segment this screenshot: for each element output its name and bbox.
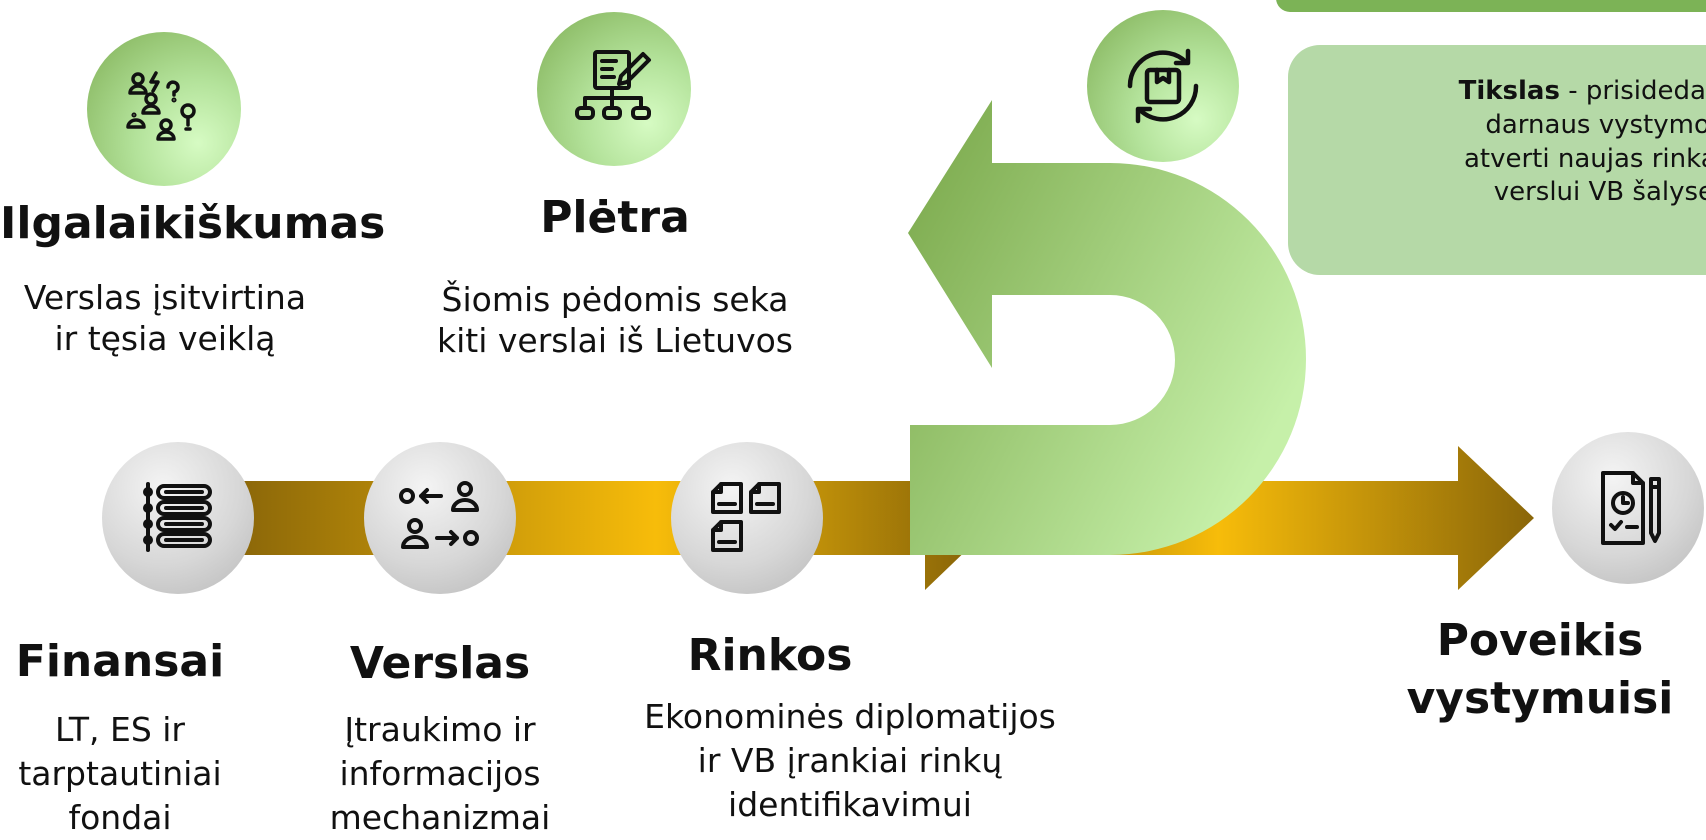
desc-line: ir VB įrankiai rinkų: [697, 741, 1003, 780]
desc-line: LT, ES ir: [54, 710, 185, 749]
goal-line: Tikslas - prisidedant p: [1328, 75, 1706, 109]
pletra-icon-circle: [537, 12, 691, 166]
desc-line: mechanizmai: [329, 798, 551, 837]
poveikis-title: Poveikis vystymuisi: [1400, 612, 1680, 728]
goal-line: darnaus vystymosi: [1485, 109, 1706, 140]
pletra-title: Plėtra: [540, 192, 690, 243]
rinkos-title: Rinkos: [687, 630, 853, 681]
verslas-title: Verslas: [349, 638, 531, 689]
documents-icon: [711, 482, 781, 552]
goal-box: Tikslas - prisidedant p darnaus vystymos…: [1288, 45, 1706, 275]
verslas-icon-circle: [364, 442, 516, 594]
rinkos-desc: Ekonominės diplomatijos ir VB įrankiai r…: [610, 695, 1090, 827]
poveikis-title-line: Poveikis: [1436, 615, 1644, 666]
green-return-arrow: [908, 100, 1306, 555]
desc-line: kiti verslai iš Lietuvos: [437, 321, 793, 361]
desc-line: tarptautiniai: [18, 754, 222, 793]
rinkos-icon-circle: [671, 442, 823, 594]
user-exchange-icon: [399, 481, 479, 549]
desc-line: informacijos: [339, 754, 541, 793]
desc-line: Šiomis pėdomis seka: [441, 280, 789, 319]
desc-line: ir tęsia veiklą: [54, 319, 276, 359]
document-network-icon: [575, 50, 651, 120]
verslas-desc: Įtraukimo ir informacijos mechanizmai: [305, 708, 575, 840]
desc-line: Verslas įsitvirtina: [23, 278, 307, 317]
goal-line: atverti naujas rinkas s: [1463, 143, 1706, 174]
box-cycle-icon: [1127, 48, 1199, 124]
people-question-icon: [126, 71, 196, 141]
poveikis-title-line: vystymuisi: [1406, 673, 1674, 724]
cycle-icon-circle: [1087, 10, 1239, 162]
ilgalaikiskumas-title: Ilgalaikiškumas: [0, 198, 386, 249]
pletra-desc: Šiomis pėdomis seka kiti verslai iš Liet…: [410, 279, 820, 362]
goal-line: verslui VB šalyse.: [1493, 177, 1706, 208]
desc-line: identifikavimui: [728, 785, 972, 824]
report-clock-icon: [1601, 471, 1661, 545]
ilgalaikiskumas-icon-circle: [87, 32, 241, 186]
top-banner-edge: [1276, 0, 1706, 12]
goal-bold: Tikslas: [1458, 76, 1560, 106]
gold-arrow-left: [235, 446, 1000, 590]
finansai-icon-circle: [102, 442, 254, 594]
poveikis-icon-circle: [1552, 432, 1704, 584]
goal-rest: - prisidedant p: [1568, 76, 1706, 106]
ilgalaikiskumas-desc: Verslas įsitvirtina ir tęsia veiklą: [0, 277, 330, 360]
list-tree-icon: [143, 482, 212, 552]
desc-line: Ekonominės diplomatijos: [644, 697, 1056, 736]
goal-text: Tikslas - prisidedant p darnaus vystymos…: [1328, 75, 1706, 210]
desc-line: Įtraukimo ir: [344, 710, 536, 749]
desc-line: fondai: [68, 798, 172, 837]
finansai-desc: LT, ES ir tarptautiniai fondai: [0, 708, 240, 840]
finansai-title: Finansai: [15, 636, 225, 687]
